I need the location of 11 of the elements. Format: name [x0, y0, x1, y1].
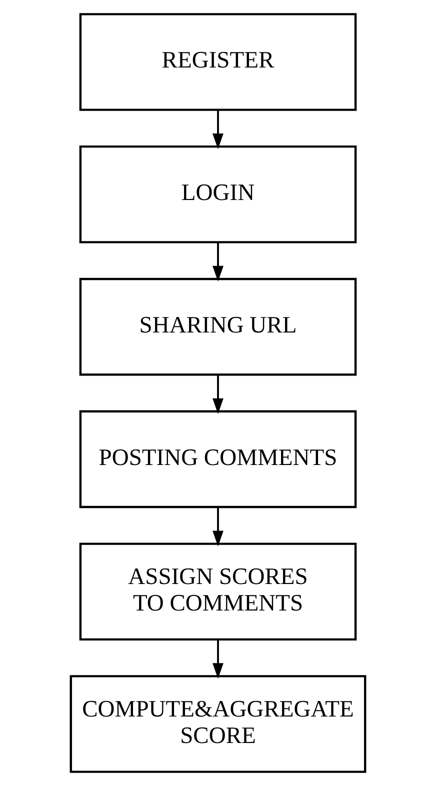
arrow [212, 110, 223, 150]
arrow [212, 640, 223, 679]
arrow [212, 507, 223, 546]
arrow [212, 375, 223, 414]
node-box: LOGIN [78, 145, 356, 244]
node-box: REGISTER [78, 13, 356, 111]
node-box: SHARING URL [78, 278, 356, 376]
arrow [212, 242, 223, 282]
node-box: POSTING COMMENTS [78, 410, 356, 508]
node-box: COMPUTE&AGGREGATE SCORE [69, 675, 366, 773]
node-box: ASSIGN SCORES TO COMMENTS [78, 542, 356, 641]
